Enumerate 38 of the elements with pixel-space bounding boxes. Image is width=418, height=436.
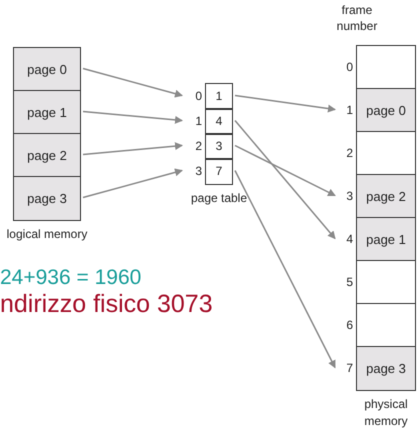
arrow xyxy=(234,94,336,112)
page-label: page 1 xyxy=(356,217,416,262)
caption-text: logical memory xyxy=(6,226,88,243)
page-label: page 0 xyxy=(356,88,416,132)
frame-value: 1 xyxy=(205,83,233,110)
caption-text: page table xyxy=(190,190,248,207)
arrow xyxy=(234,144,336,196)
index-number: 3 xyxy=(194,164,203,178)
page-label: page 3 xyxy=(356,346,416,390)
frame-number: 0 xyxy=(345,60,354,74)
frame-number: 7 xyxy=(345,361,354,376)
frame-value: 4 xyxy=(205,108,233,134)
frame-value: 3 xyxy=(205,133,233,160)
frame-number: 3 xyxy=(345,189,354,204)
arrow xyxy=(82,142,183,156)
memory-page: page 2 xyxy=(13,133,81,178)
arrow xyxy=(234,120,336,240)
frame-number: 1 xyxy=(345,103,354,118)
memory-page: page 1 xyxy=(13,90,81,134)
memory-page: page 3 xyxy=(13,176,81,220)
index-number: 0 xyxy=(194,89,203,104)
frame-number: 2 xyxy=(345,146,354,160)
index-number: 2 xyxy=(194,139,203,154)
frame-number: 5 xyxy=(345,275,354,290)
address-text: ndirizzo fisico 3073 xyxy=(0,290,214,319)
memory-page: page 0 xyxy=(13,47,81,92)
arrow xyxy=(82,68,183,98)
frame-number: 4 xyxy=(345,232,354,246)
index-number: 1 xyxy=(194,114,203,128)
arrow xyxy=(234,170,336,368)
arrow xyxy=(82,110,183,124)
frame-number: 6 xyxy=(345,318,354,332)
caption-text: physical memory xyxy=(363,396,409,430)
axis-caption: frame number xyxy=(336,2,378,34)
arrow xyxy=(82,168,183,198)
frame-value: 7 xyxy=(205,158,233,184)
page-label: page 2 xyxy=(356,174,416,218)
formula-text: 24+936 = 1960 xyxy=(0,265,142,290)
